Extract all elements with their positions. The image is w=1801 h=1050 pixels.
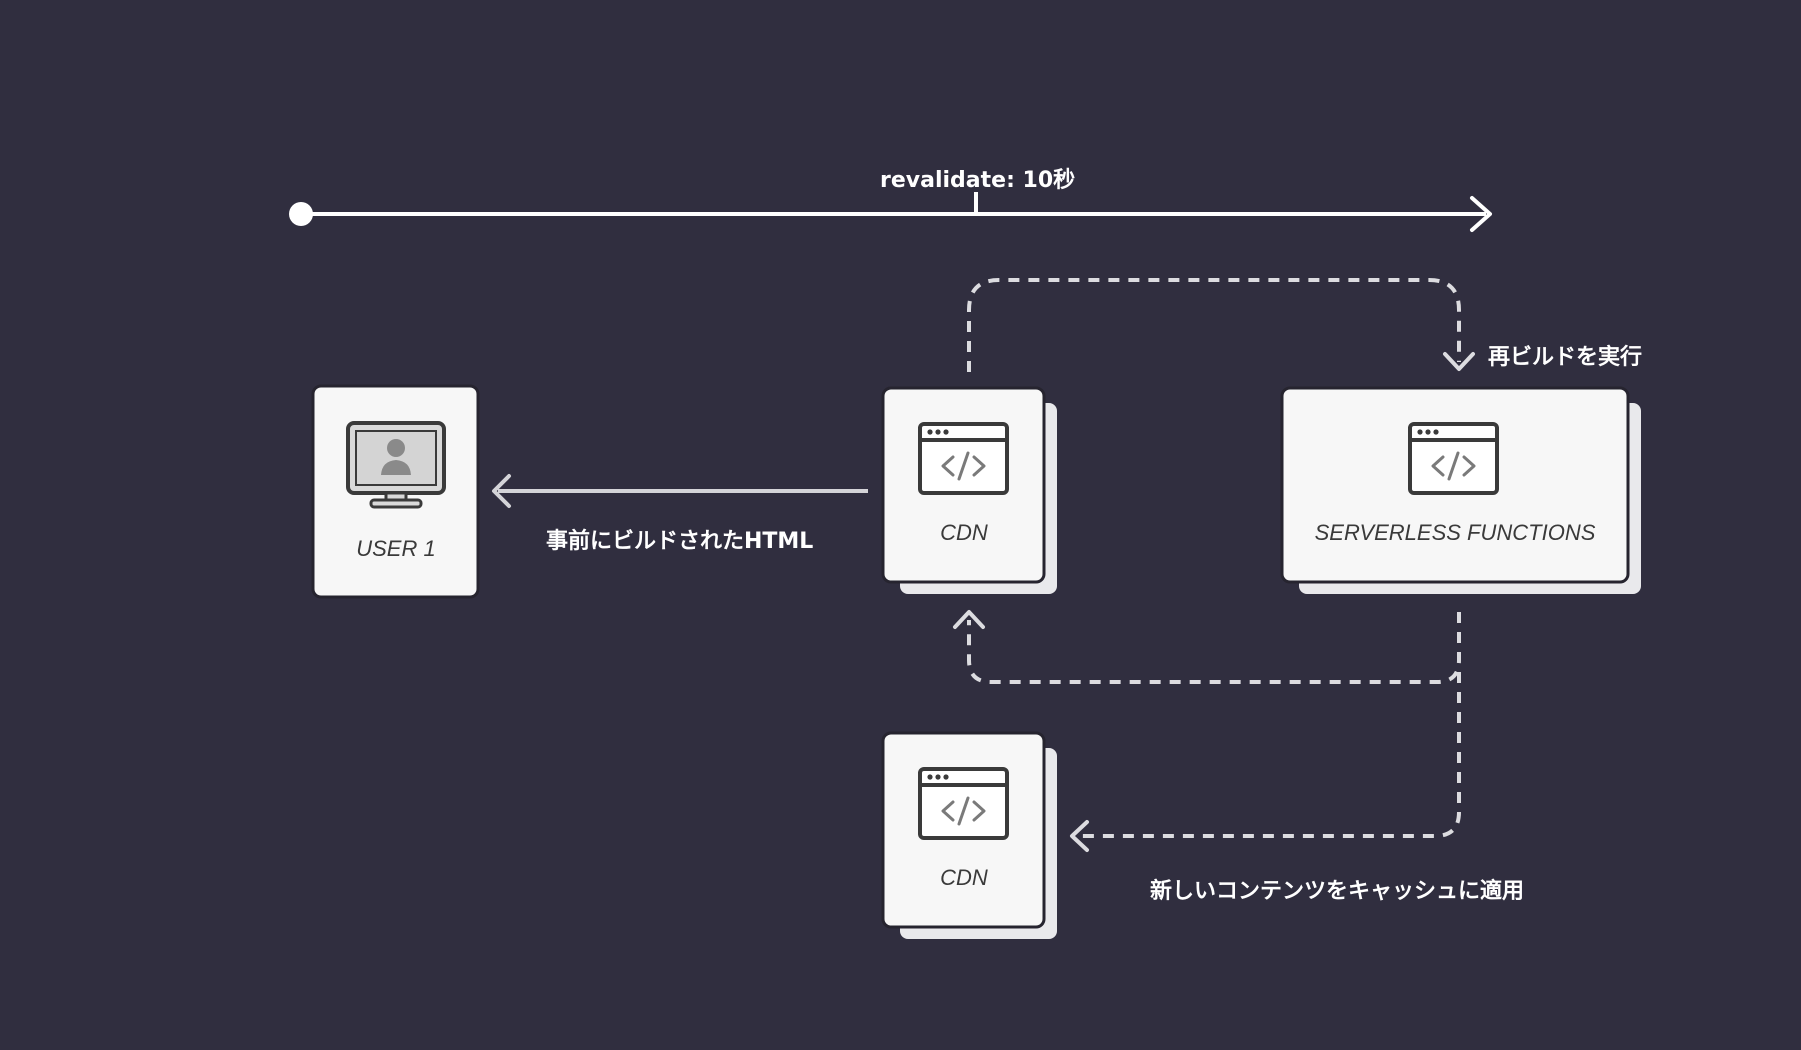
return-arrowhead [953,610,985,629]
rebuild-arrowhead [1443,352,1475,371]
apply-cache-label: 新しいコンテンツをキャッシュに適用 [1150,879,1525,904]
rebuild-label: 再ビルドを実行 [1488,345,1643,370]
user-node: USER 1 [311,384,480,599]
apply-cache-dashed-arrow [1078,672,1461,838]
code-window-icon [918,422,1009,495]
timeline-label: revalidate: 10秒 [880,168,1076,193]
timeline [289,192,1492,232]
prebuilt-arrowhead [492,474,511,508]
cdn-top-node: CDN [881,386,1057,594]
return-dashed-arrow [967,612,1461,684]
serverless-node: SERVERLESS FUNCTIONS [1280,386,1641,594]
timeline-arrowhead [1470,196,1492,232]
code-window-icon [918,767,1009,840]
prebuilt-label: 事前にビルドされたHTML [546,529,814,554]
apply-cache-arrowhead [1070,820,1089,852]
code-window-icon [1408,422,1499,495]
rebuild-dashed-arrow [967,278,1461,372]
serverless-label: SERVERLESS FUNCTIONS [1315,520,1596,545]
cdn-bottom-label: CDN [940,865,988,890]
monitor-user-icon [346,421,446,509]
cdn-top-label: CDN [940,520,988,545]
user-label: USER 1 [356,536,435,561]
cdn-bottom-node: CDN [881,731,1057,939]
